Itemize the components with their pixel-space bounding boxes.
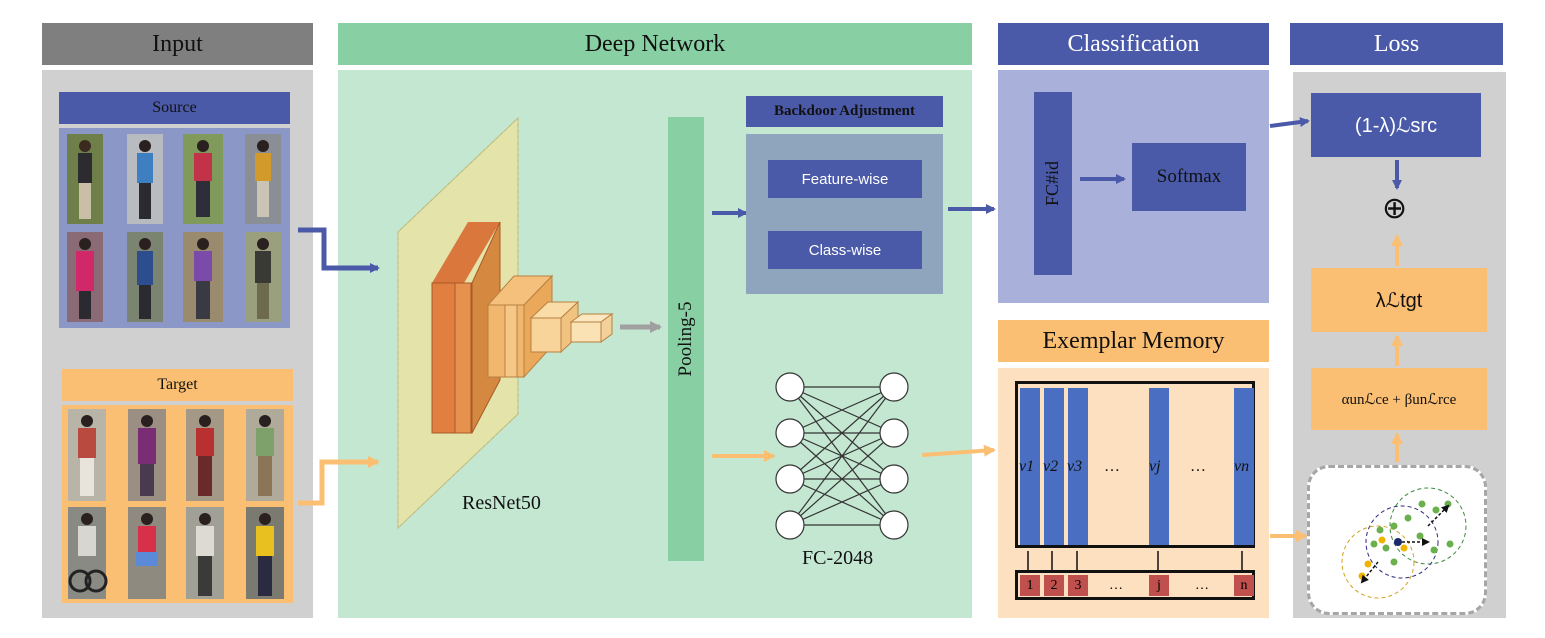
source-photo-2 — [127, 134, 163, 224]
memory-slot-label: v1 — [1019, 458, 1035, 475]
memory-slot-label: … — [1190, 458, 1206, 475]
input-header: Input — [42, 23, 313, 65]
exemplar-memory-header: Exemplar Memory — [998, 320, 1269, 362]
memory-index-cell: 3 — [1068, 575, 1088, 596]
target-to-resnet-arrow — [298, 456, 380, 506]
memory-index-cell: j — [1149, 575, 1169, 596]
target-photo-1 — [68, 409, 106, 501]
memory-index-text: 1 — [1026, 577, 1034, 593]
memory-bank: v1 v2 v3 … vj … vn — [1015, 381, 1255, 548]
softmax-box: Softmax — [1132, 143, 1246, 211]
target-photo-8 — [246, 507, 284, 599]
source-person-images — [67, 134, 281, 322]
source-photo-1 — [67, 134, 103, 224]
memory-index-cell: 2 — [1044, 575, 1064, 596]
src-loss-text: (1-λ)ℒsrc — [1354, 114, 1438, 137]
memory-column-v3 — [1068, 388, 1088, 545]
memory-column-v2 — [1044, 388, 1064, 545]
source-label: Source — [59, 92, 290, 124]
target-person-images — [68, 409, 284, 599]
cluster-graphic — [1341, 487, 1467, 599]
src-loss-box: (1-λ)ℒsrc — [1311, 93, 1481, 157]
backdoor-adjustment-title: Backdoor Adjustment — [746, 96, 943, 127]
feature-wise-text: Feature-wise — [801, 170, 889, 188]
fc-2048-network — [775, 372, 909, 540]
memory-index-text: j — [1157, 577, 1161, 593]
memory-index-text: … — [1195, 577, 1209, 593]
exemplar-memory-header-text: Exemplar Memory — [1042, 327, 1225, 354]
target-photo-3 — [186, 409, 224, 501]
classification-to-loss-arrow — [1269, 117, 1310, 128]
target-photo-6 — [128, 507, 166, 599]
source-photo-7 — [183, 232, 223, 322]
input-header-text: Input — [152, 30, 203, 57]
memory-column-vn — [1234, 388, 1254, 545]
fc-2048-label: FC-2048 — [802, 547, 874, 569]
source-photo-8 — [245, 232, 281, 322]
fc-id-box: FC#id — [1034, 92, 1072, 275]
un-loss-text: αunℒce + βunℒrce — [1341, 391, 1457, 408]
plus-symbol: ⊕ — [1382, 191, 1408, 226]
deep-network-header: Deep Network — [338, 23, 972, 65]
source-photo-4 — [245, 134, 281, 224]
un-loss-box: αunℒce + βunℒrce — [1311, 368, 1487, 430]
source-photo-5 — [67, 232, 103, 322]
memory-index-text: 3 — [1074, 577, 1082, 593]
source-photo-3 — [183, 134, 223, 224]
memory-index-text: 2 — [1050, 577, 1058, 593]
fc-to-memory-arrow — [921, 444, 996, 457]
memory-slot-label: v2 — [1043, 458, 1059, 475]
tgt-loss-box: λℒtgt — [1311, 268, 1487, 332]
target-image-grid — [62, 405, 293, 603]
class-wise-text: Class-wise — [808, 241, 882, 259]
loss-header-text: Loss — [1373, 30, 1420, 57]
tgt-loss-text: λℒtgt — [1375, 289, 1423, 312]
target-photo-7 — [186, 507, 224, 599]
source-image-grid — [59, 128, 290, 328]
resnet50-graphic — [397, 116, 614, 530]
memory-index-text: n — [1240, 577, 1248, 593]
memory-index-cell: 1 — [1020, 575, 1040, 596]
memory-column-vj — [1149, 388, 1169, 545]
memory-slot-label: vj — [1149, 458, 1161, 475]
classification-header: Classification — [998, 23, 1269, 65]
backdoor-adjustment-title-text: Backdoor Adjustment — [774, 103, 915, 119]
memory-index-cell: … — [1192, 575, 1212, 596]
memory-index-cell: … — [1106, 575, 1126, 596]
target-label-text: Target — [157, 376, 198, 393]
target-label: Target — [62, 369, 293, 401]
memory-slot-label: … — [1104, 458, 1120, 475]
source-label-text: Source — [152, 99, 197, 116]
cluster-illustration — [1307, 465, 1487, 615]
target-photo-5 — [68, 507, 108, 599]
deep-network-header-text: Deep Network — [584, 30, 726, 57]
loss-header: Loss — [1290, 23, 1503, 65]
memory-slot-label: vn — [1234, 458, 1250, 475]
class-wise-box: Class-wise — [768, 231, 922, 269]
classification-header-text: Classification — [1067, 30, 1200, 57]
memory-index-cell: n — [1234, 575, 1254, 596]
source-to-resnet-arrow — [298, 227, 380, 273]
feature-wise-box: Feature-wise — [768, 160, 922, 198]
memory-slot-label: v3 — [1067, 458, 1083, 475]
source-photo-6 — [127, 232, 163, 322]
memory-index-row: 1 2 3 … j … n — [1015, 570, 1255, 600]
softmax-text: Softmax — [1156, 166, 1222, 187]
pooling-5-bar: Pooling-5 — [668, 117, 704, 561]
memory-column-v1 — [1020, 388, 1040, 545]
resnet50-label: ResNet50 — [462, 492, 541, 514]
memory-index-text: … — [1109, 577, 1123, 593]
target-photo-4 — [246, 409, 284, 501]
target-photo-2 — [128, 409, 166, 501]
